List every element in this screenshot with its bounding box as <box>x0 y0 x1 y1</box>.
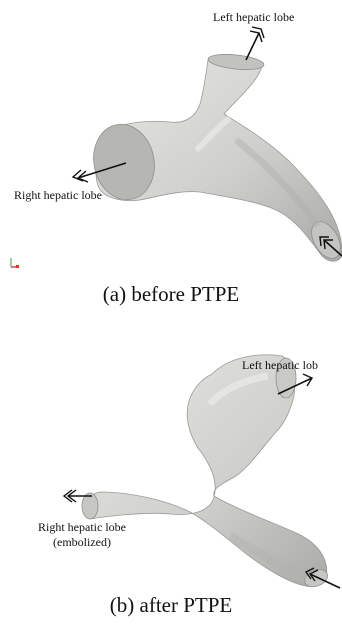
label-embolized: (embolized) <box>22 535 142 550</box>
label-right-hepatic-lobe-line1: Right hepatic lobe <box>22 520 142 535</box>
label-left-hepatic-lobe-b: Left hepatic lob <box>242 358 318 373</box>
panel-before-ptpe: Left hepatic lobe Right hepatic lobe (a)… <box>0 0 342 316</box>
axes-glyph <box>11 258 19 268</box>
right-lobe-face <box>82 493 98 519</box>
caption-b: (b) after PTPE <box>0 593 342 618</box>
label-right-hepatic-lobe-b: Right hepatic lobe (embolized) <box>22 520 142 550</box>
label-right-hepatic-lobe-a: Right hepatic lobe <box>14 188 102 203</box>
caption-a: (a) before PTPE <box>0 282 342 307</box>
arrow-left-lobe-a <box>246 27 264 60</box>
vessel-model-before <box>0 0 342 316</box>
panel-after-ptpe: Left hepatic lob Right hepatic lobe (emb… <box>0 316 342 633</box>
label-left-hepatic-lobe-a: Left hepatic lobe <box>213 10 294 25</box>
